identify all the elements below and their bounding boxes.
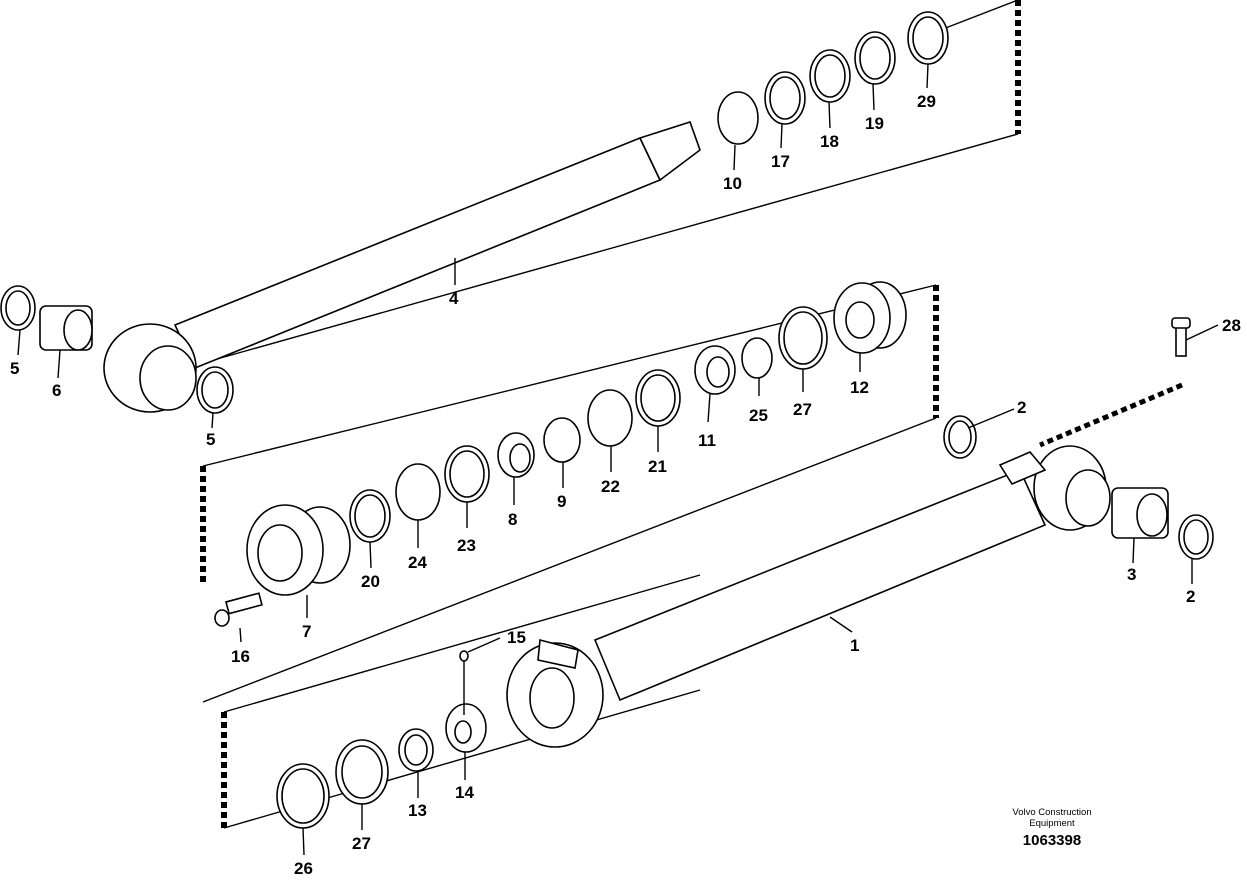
cylinder-tube bbox=[506, 445, 1111, 748]
bolt-28-shank bbox=[1175, 325, 1187, 357]
ring-27-lower-inner bbox=[341, 745, 383, 799]
label-27a: 27 bbox=[793, 400, 812, 419]
seal-ring-2b-inner bbox=[1183, 519, 1209, 555]
label-27b: 27 bbox=[352, 834, 371, 853]
part-labels: 5 6 5 4 10 17 18 19 29 20 24 23 8 9 22 2… bbox=[10, 92, 1241, 878]
piston-12-bore bbox=[845, 301, 875, 339]
label-2a: 2 bbox=[1017, 398, 1026, 417]
seal-19-inner bbox=[859, 36, 891, 80]
seal-ring-5a-inner bbox=[5, 290, 31, 326]
piston-group-border-line bbox=[202, 417, 937, 703]
ring-13-inner bbox=[404, 734, 428, 766]
bushing-8-bore bbox=[509, 443, 531, 473]
label-7: 7 bbox=[302, 622, 311, 641]
label-8: 8 bbox=[508, 510, 517, 529]
bolt-28-head bbox=[1171, 317, 1191, 329]
label-14: 14 bbox=[455, 783, 474, 802]
credit-block: Volvo Construction Equipment 1063398 bbox=[990, 807, 1114, 849]
grease-fitting-15 bbox=[459, 650, 469, 662]
label-3: 3 bbox=[1127, 565, 1136, 584]
seal-26-inner bbox=[281, 768, 325, 824]
label-16: 16 bbox=[231, 647, 250, 666]
bolt-16-shank bbox=[225, 592, 263, 615]
snap-ring-10 bbox=[717, 91, 759, 145]
label-25: 25 bbox=[749, 406, 768, 425]
snap-ring-9 bbox=[543, 417, 581, 463]
label-4: 4 bbox=[449, 289, 459, 308]
label-18: 18 bbox=[820, 132, 839, 151]
rod-eye-bore bbox=[139, 345, 197, 411]
ring-23-inner bbox=[449, 450, 485, 498]
label-19: 19 bbox=[865, 114, 884, 133]
label-17: 17 bbox=[771, 152, 790, 171]
drawing-number: 1063398 bbox=[1022, 832, 1082, 849]
seal-20-inner bbox=[354, 494, 386, 538]
cylinder-head bbox=[246, 504, 351, 596]
seal-17-inner bbox=[769, 76, 801, 120]
label-5a: 5 bbox=[10, 359, 19, 378]
ring-21-inner bbox=[640, 374, 676, 422]
bushing-3-bore bbox=[1136, 493, 1168, 537]
bolt-16-head bbox=[214, 609, 230, 627]
label-22: 22 bbox=[601, 477, 620, 496]
label-5b: 5 bbox=[206, 430, 215, 449]
head-7-bore bbox=[257, 524, 303, 582]
cushion-11-bore bbox=[706, 356, 730, 388]
rod-group-border-line bbox=[191, 133, 1019, 367]
label-11: 11 bbox=[698, 431, 716, 450]
bolt-28 bbox=[1171, 317, 1191, 357]
label-28: 28 bbox=[1222, 316, 1241, 335]
label-12: 12 bbox=[850, 378, 869, 397]
seal-ring-2a-inner bbox=[948, 420, 972, 454]
tube-body bbox=[593, 468, 1047, 702]
label-13: 13 bbox=[408, 801, 427, 820]
label-1: 1 bbox=[850, 636, 859, 655]
seal-29-inner bbox=[912, 16, 944, 60]
bolt-16 bbox=[214, 592, 263, 627]
bushing-6-bore bbox=[63, 309, 93, 351]
tube-eye-bore bbox=[1065, 469, 1111, 527]
company-name: Volvo Construction Equipment bbox=[1012, 807, 1092, 829]
label-29: 29 bbox=[917, 92, 936, 111]
label-23: 23 bbox=[457, 536, 476, 555]
piston-rod bbox=[103, 121, 701, 413]
bolt-boss bbox=[998, 451, 1047, 486]
label-21: 21 bbox=[648, 457, 667, 476]
seal-18-inner bbox=[814, 54, 846, 98]
label-20: 20 bbox=[361, 572, 380, 591]
bolt-group-border bbox=[1039, 382, 1183, 448]
ring-27-upper-inner bbox=[783, 311, 823, 365]
seal-ring-5b-inner bbox=[201, 371, 229, 409]
tube-flange-bore bbox=[529, 667, 575, 729]
label-24: 24 bbox=[408, 553, 427, 572]
label-9: 9 bbox=[557, 492, 566, 511]
tube-port bbox=[537, 638, 579, 669]
label-10: 10 bbox=[723, 174, 742, 193]
nut-14-bore bbox=[454, 720, 472, 744]
leader-lines bbox=[17, 63, 1219, 856]
head-group-border-top bbox=[223, 574, 701, 713]
label-15: 15 bbox=[507, 628, 526, 647]
label-2b: 2 bbox=[1186, 587, 1195, 606]
ring-24 bbox=[395, 463, 441, 521]
rod-shaft bbox=[173, 136, 662, 370]
ring-22 bbox=[587, 389, 633, 447]
ring-25 bbox=[741, 337, 773, 379]
label-26: 26 bbox=[294, 859, 313, 878]
rod-thread-end bbox=[638, 121, 701, 182]
label-6: 6 bbox=[52, 381, 61, 400]
